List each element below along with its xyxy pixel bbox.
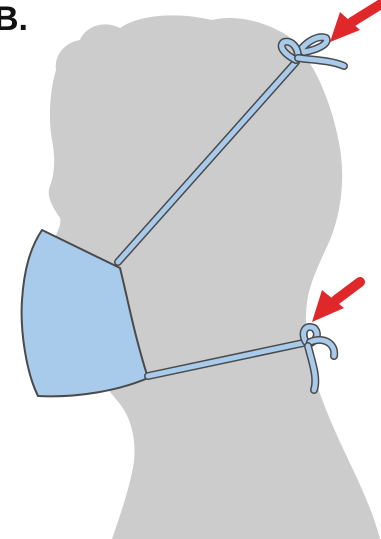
red-arrow-upper [330, 4, 381, 42]
red-arrow-lower [312, 282, 360, 322]
